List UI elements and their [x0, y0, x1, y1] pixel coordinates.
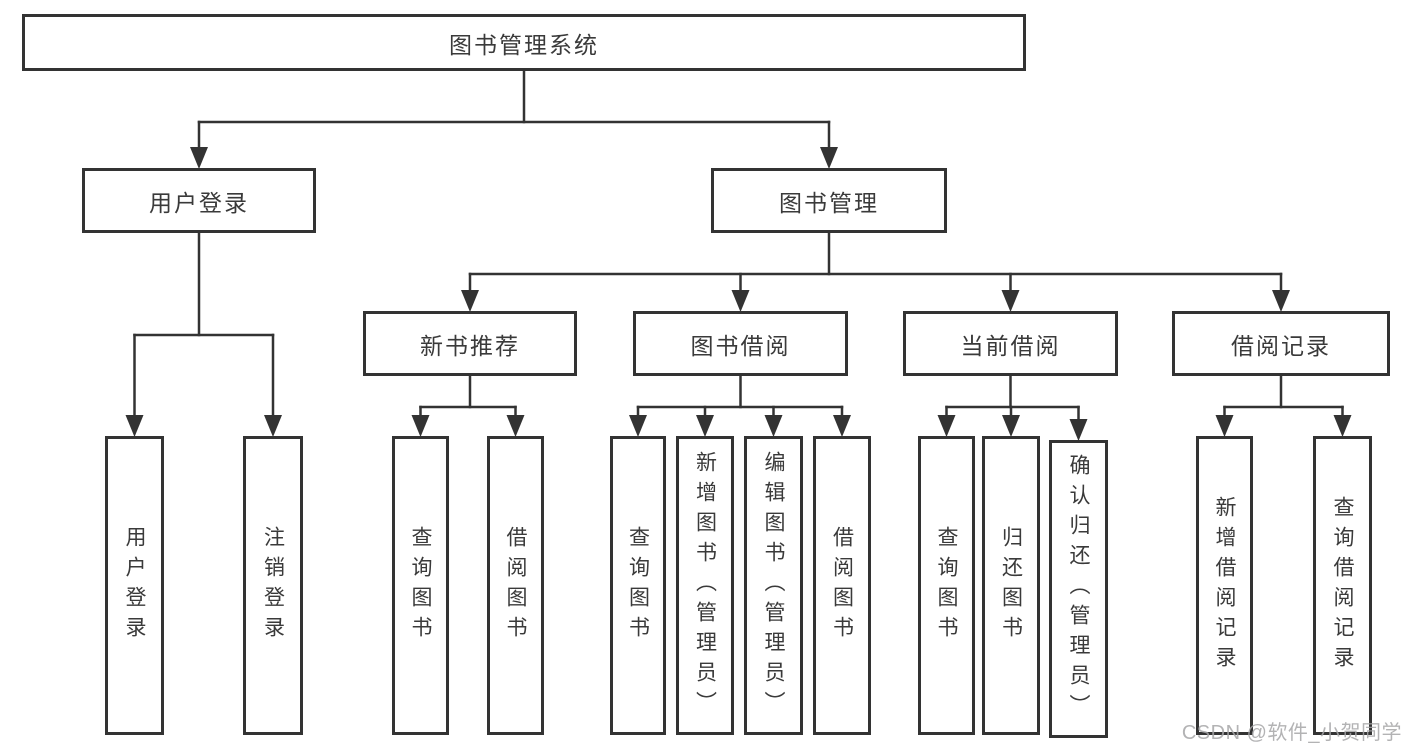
- node-label-bb-edit-book: 编辑图书（管理员）: [762, 450, 785, 721]
- node-bb-query-book: 查询图书: [610, 436, 666, 735]
- node-label-bb-add-book: 新增图书（管理员）: [693, 450, 717, 721]
- node-label-br-query-record: 查询借阅记录: [1331, 495, 1354, 676]
- node-root: 图书管理系统: [22, 14, 1026, 71]
- node-label-root: 图书管理系统: [449, 31, 599, 58]
- node-label-logout: 注销登录: [261, 525, 285, 646]
- node-book-mgmt: 图书管理: [711, 168, 947, 233]
- node-label-cb-query-book: 查询图书: [935, 525, 958, 646]
- node-user-login: 用户登录: [105, 436, 164, 735]
- node-borrow-records: 借阅记录: [1172, 311, 1390, 376]
- node-new-book-rec: 新书推荐: [363, 311, 577, 376]
- node-bb-add-book: 新增图书（管理员）: [676, 436, 734, 735]
- node-label-book-mgmt: 图书管理: [779, 189, 879, 216]
- node-label-br-add-record: 新增借阅记录: [1213, 495, 1236, 676]
- node-label-user-login-group: 用户登录: [149, 189, 249, 216]
- node-book-borrow: 图书借阅: [633, 311, 848, 376]
- node-cb-return-book: 归还图书: [982, 436, 1040, 735]
- node-label-book-borrow: 图书借阅: [690, 332, 791, 359]
- node-label-rec-query-book: 查询图书: [409, 525, 432, 646]
- node-label-cb-return-book: 归还图书: [999, 525, 1023, 646]
- node-cb-query-book: 查询图书: [918, 436, 975, 735]
- node-label-user-login: 用户登录: [123, 525, 146, 646]
- node-bb-borrow-book: 借阅图书: [813, 436, 871, 735]
- node-label-current-borrow: 当前借阅: [960, 332, 1061, 359]
- node-label-new-book-rec: 新书推荐: [420, 332, 520, 359]
- node-bb-edit-book: 编辑图书（管理员）: [744, 436, 803, 735]
- node-rec-borrow-book: 借阅图书: [487, 436, 544, 735]
- node-br-query-record: 查询借阅记录: [1313, 436, 1372, 735]
- node-logout: 注销登录: [243, 436, 303, 735]
- node-br-add-record: 新增借阅记录: [1196, 436, 1253, 735]
- node-rec-query-book: 查询图书: [392, 436, 449, 735]
- node-current-borrow: 当前借阅: [903, 311, 1118, 376]
- node-cb-confirm-return: 确认归还（管理员）: [1049, 440, 1108, 738]
- node-label-bb-borrow-book: 借阅图书: [830, 525, 854, 646]
- node-label-rec-borrow-book: 借阅图书: [504, 525, 527, 646]
- node-label-borrow-records: 借阅记录: [1231, 332, 1331, 359]
- node-user-login-group: 用户登录: [82, 168, 316, 233]
- node-label-bb-query-book: 查询图书: [626, 525, 650, 646]
- node-label-cb-confirm-return: 确认归还（管理员）: [1067, 454, 1090, 724]
- watermark: CSDN @软件_小贺同学: [1181, 722, 1402, 744]
